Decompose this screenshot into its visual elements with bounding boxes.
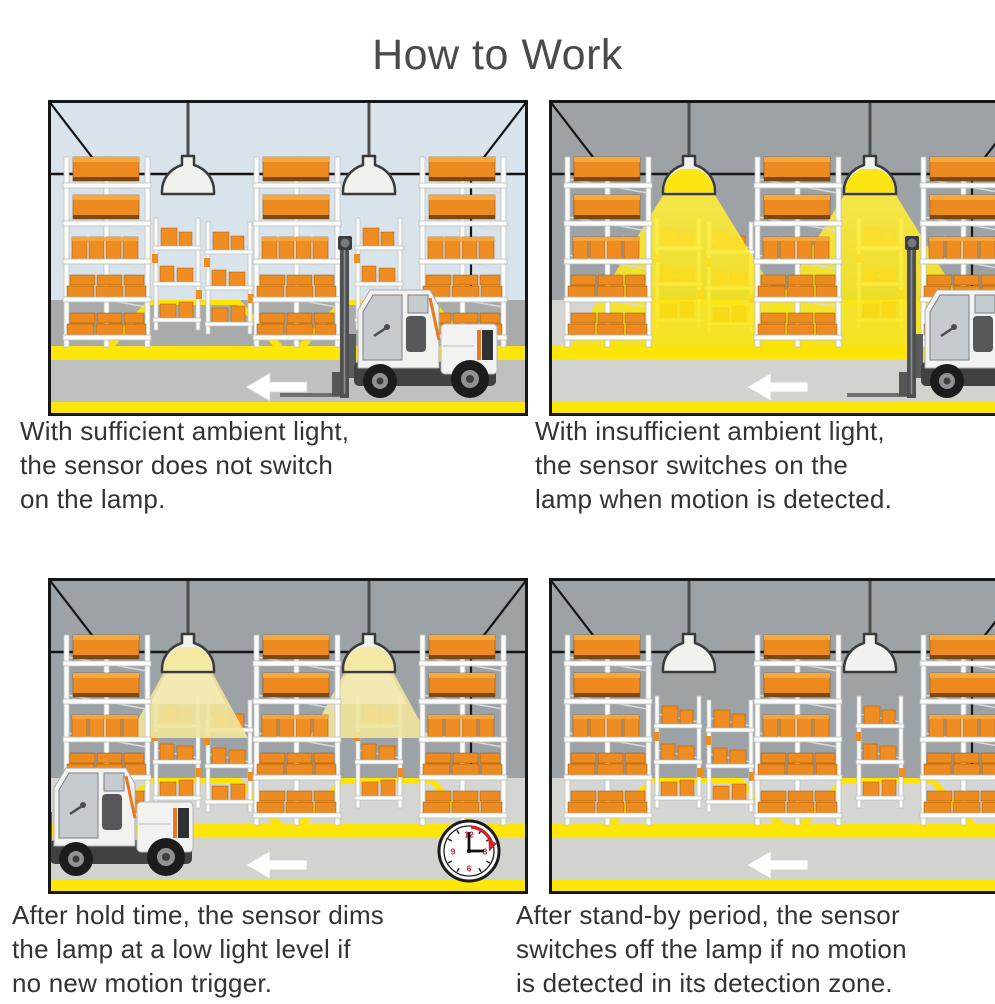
storage-rack-icon (63, 157, 507, 347)
panel-motion-detected (549, 100, 995, 416)
caption-sufficient-light: With sufficient ambient light, the senso… (20, 416, 350, 514)
warehouse-scene (549, 100, 995, 416)
panel-standby-off (549, 578, 995, 894)
page-title: How to Work (372, 30, 623, 79)
caption-motion-detected: With insufficient ambient light, the sen… (535, 416, 892, 514)
caption-standby: After stand-by period, the sensor switch… (516, 900, 907, 998)
panel-sufficient-light (48, 100, 528, 416)
panel-hold-time-dim (48, 578, 528, 894)
warehouse-scene (48, 100, 528, 416)
caption-hold-time: After hold time, the sensor dims the lam… (12, 900, 384, 998)
warehouse-scene (48, 578, 528, 894)
clock-3-oclock-icon (437, 819, 501, 883)
warehouse-scene (549, 578, 995, 894)
